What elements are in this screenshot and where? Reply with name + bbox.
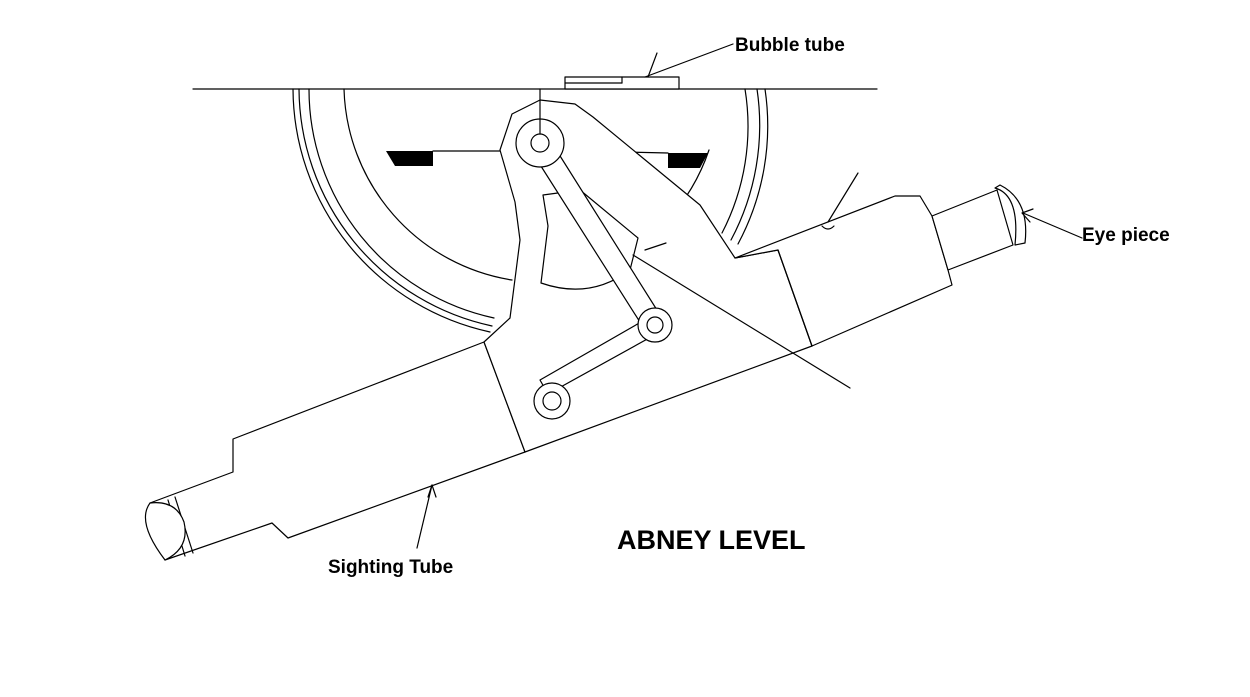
sighting-tube — [144, 341, 526, 561]
sight-line — [632, 254, 851, 389]
eye-piece-label: Eye piece — [1082, 225, 1170, 246]
eyepiece-tube — [734, 184, 1027, 347]
bubble-tube-leader — [644, 43, 734, 78]
protractor-arc — [292, 88, 769, 333]
linkage — [515, 88, 673, 420]
vernier-pointer — [644, 242, 667, 251]
eyepiece-leader-upper — [827, 172, 859, 223]
index-marks — [386, 150, 708, 168]
bubble-tube-label: Bubble tube — [735, 35, 845, 56]
diagram-title: ABNEY LEVEL — [617, 525, 806, 555]
sighting-tube-label: Sighting Tube — [328, 557, 453, 578]
eye-piece-leader — [1021, 208, 1083, 239]
bubble-tube — [564, 52, 680, 90]
sighting-tube-leader — [416, 484, 437, 549]
